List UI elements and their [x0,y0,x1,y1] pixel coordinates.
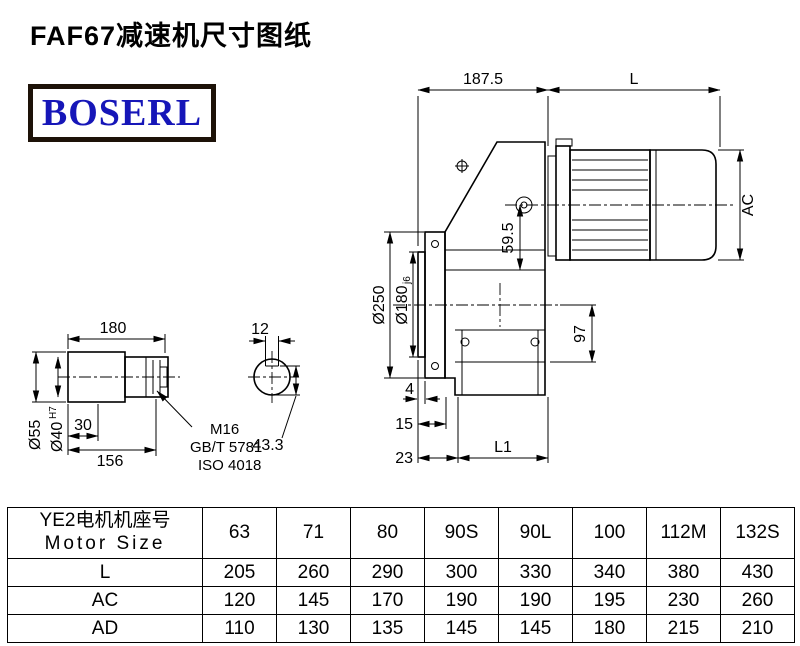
note-m16: M16 [210,421,239,438]
cover-bolt [530,337,540,347]
motor-size-header-en: Motor Size [44,533,166,554]
row-label: AD [7,614,203,643]
table-cell: 340 [572,558,647,587]
dim-flange: Ø250 Ø180 j6 [371,231,424,379]
table-cell: 290 [350,558,425,587]
table-cell: 145 [276,586,351,615]
dim-label-23: 23 [395,450,413,467]
table-cell: 330 [498,558,573,587]
retaining-screw [159,366,168,388]
table-header-row: YE2电机机座号 Motor Size 63 71 80 90S 90L 100… [7,507,795,559]
table-cell: 215 [646,614,721,643]
dim-top: 187.5 L [417,71,721,246]
dim-label-43-3: 43.3 [252,437,283,454]
table-cell: 300 [424,558,499,587]
dim-label-156: 156 [97,453,124,470]
table-cell: 430 [720,558,795,587]
motor-size-col: 90L [498,507,573,559]
motor-size-header-cn: YE2电机机座号 [39,510,171,532]
dim-label-d40: Ø40 [49,422,66,452]
dim-ac: AC [718,149,757,261]
motor-size-col: 80 [350,507,425,559]
dim-bottom: 4 15 23 L1 [395,360,549,467]
table-cell: 130 [276,614,351,643]
table-cell: 195 [572,586,647,615]
dim-label-4: 4 [405,381,414,398]
table-cell: 230 [646,586,721,615]
table-cell: 190 [498,586,573,615]
gearbox-housing [393,141,570,396]
row-label: L [7,558,203,587]
table-cell: 260 [276,558,351,587]
dim-label-L: L [630,71,639,88]
dim-label-12: 12 [251,321,269,338]
table-cell: 110 [202,614,277,643]
page-title: FAF67减速机尺寸图纸 [30,21,313,51]
dim-595-97: 59.5 97 [500,204,596,363]
motor-cooling-fins [572,159,648,251]
flange-bolt-hole [431,240,439,248]
shaft-cross-section: 12 43.3 [248,321,300,454]
shaft-detail: 180 30 156 Ø55 Ø40 H7 M16 GB/T 5781 ISO … [27,320,262,474]
dim-label-180: 180 [100,320,127,337]
table-cell: 180 [572,614,647,643]
dim-label-15: 15 [395,416,413,433]
motor-size-col: 100 [572,507,647,559]
note-gbt5781: GB/T 5781 [190,439,262,456]
table-row-AD: AD 110 130 135 145 145 180 215 210 [7,614,795,643]
motor-size-col: 63 [202,507,277,559]
dim-label-d180-tol: j6 [402,276,413,285]
note-iso4018: ISO 4018 [198,457,261,474]
dim-label-d40-tol: H7 [48,406,59,419]
dim-label-59-5: 59.5 [500,222,517,253]
table-cell: 260 [720,586,795,615]
motor-size-header: YE2电机机座号 Motor Size [7,507,203,559]
motor-size-col: 132S [720,507,795,559]
dim-label-187-5: 187.5 [463,71,503,88]
motor-size-col: 90S [424,507,499,559]
dim-label-30: 30 [74,417,92,434]
row-label: AC [7,586,203,615]
fan-cowl [649,149,717,261]
table-cell: 145 [498,614,573,643]
brand-logo-text: BOSERL [41,92,203,134]
dimension-table: YE2电机机座号 Motor Size 63 71 80 90S 90L 100… [7,507,795,643]
motor-lug [555,138,573,147]
table-row-AC: AC 120 145 170 190 190 195 230 260 [7,586,795,615]
table-cell: 210 [720,614,795,643]
table-cell: 190 [424,586,499,615]
dim-label-d55: Ø55 [27,420,44,450]
motor-size-col: 112M [646,507,721,559]
motor [505,138,736,261]
brand-logo: BOSERL [28,84,216,142]
flange-bolt-hole [431,362,439,370]
dim-label-AC: AC [740,194,757,216]
table-cell: 380 [646,558,721,587]
table-cell: 145 [424,614,499,643]
dim-label-97: 97 [572,325,589,343]
table-cell: 135 [350,614,425,643]
lifting-hole-icon [455,159,469,173]
cover-bolt [460,337,470,347]
dim-label-d180: Ø180 [394,285,411,324]
table-cell: 205 [202,558,277,587]
motor-size-col: 71 [276,507,351,559]
table-row-L: L 205 260 290 300 330 340 380 430 [7,558,795,587]
leader-line [156,390,193,428]
table-cell: 170 [350,586,425,615]
dim-label-L1: L1 [494,439,512,456]
dim-label-d250: Ø250 [371,285,388,324]
table-cell: 120 [202,586,277,615]
